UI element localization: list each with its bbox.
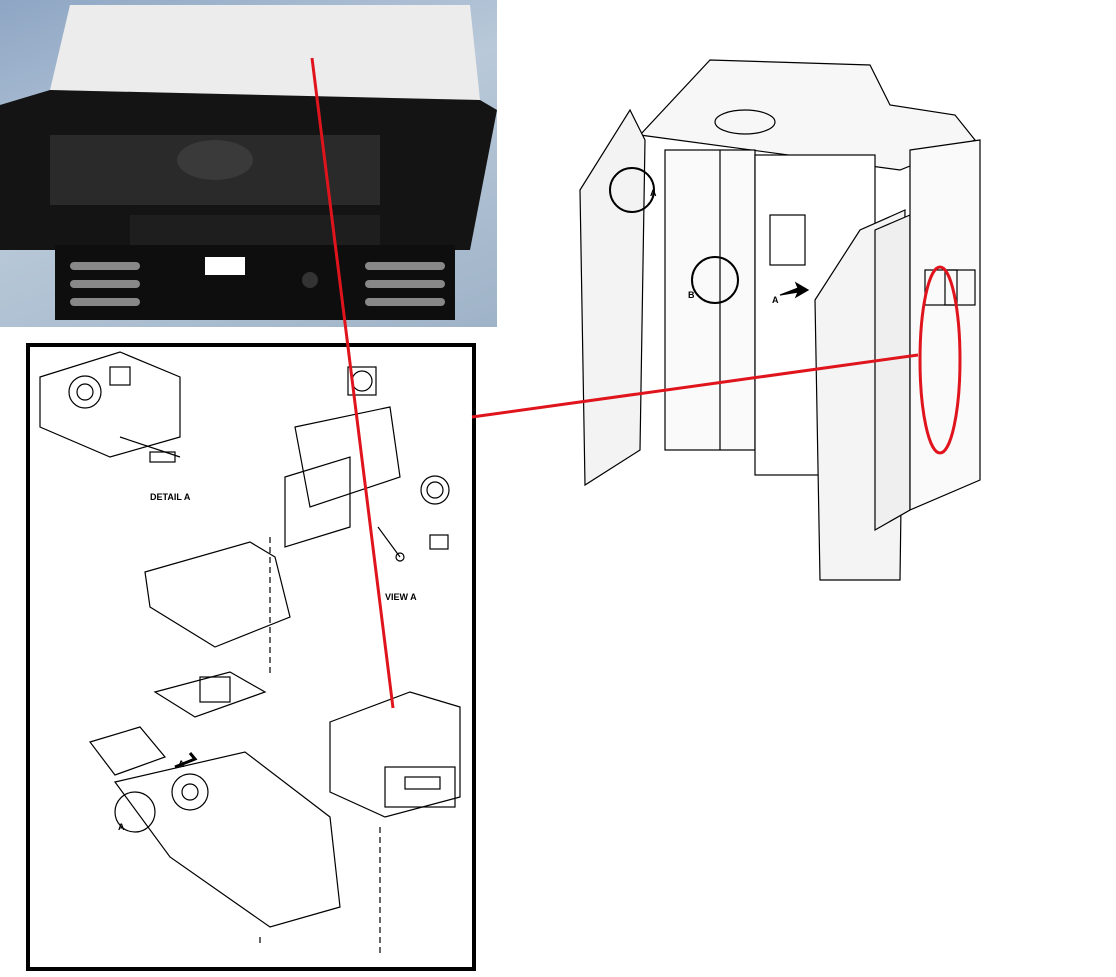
tape-drive-illustration bbox=[0, 5, 497, 320]
arrow-a-label: A bbox=[772, 295, 779, 305]
callout-a-label: A bbox=[118, 822, 125, 832]
callout-b-label: B bbox=[688, 290, 695, 300]
cabinet-drawing bbox=[579, 59, 981, 581]
exploded-parts-drawing bbox=[39, 351, 461, 957]
callout-a-top-label: A bbox=[650, 188, 657, 198]
tape-library-cabinet: A B A bbox=[570, 40, 1000, 590]
exploded-parts-panel: DETAIL A VIEW A A A bbox=[26, 343, 476, 971]
tape-drive-photo bbox=[0, 0, 497, 327]
arrow-a-label: A bbox=[178, 759, 185, 769]
view-a-label: VIEW A bbox=[385, 592, 417, 602]
detail-a-label: DETAIL A bbox=[150, 492, 191, 502]
